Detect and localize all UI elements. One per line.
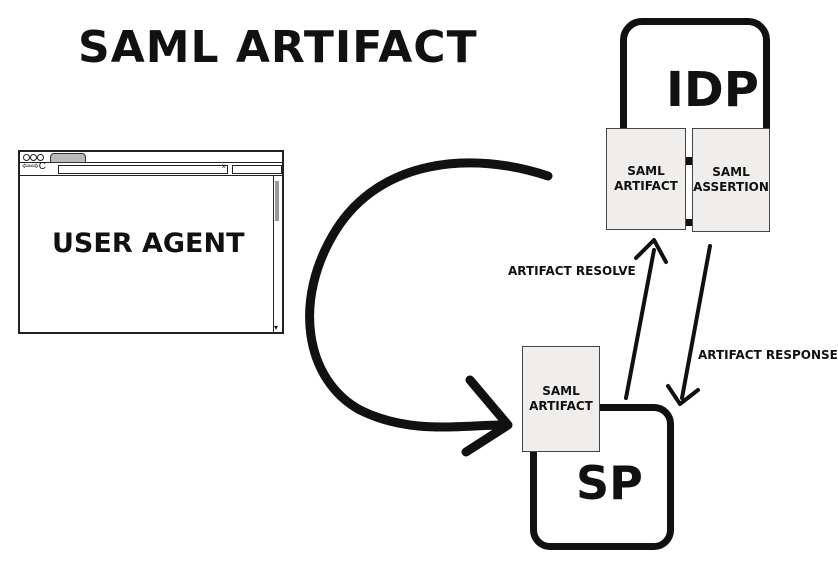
browser-toolbar: ⇦⇨C × [20, 161, 282, 176]
artifact-resolve-arrow [624, 248, 656, 400]
idp-saml-artifact-document: SAML ARTIFACT [606, 128, 686, 230]
browser-tab-bar [20, 152, 282, 163]
artifact-resolve-arrowhead [634, 238, 668, 264]
url-bar: × [58, 162, 228, 174]
artifact-response-arrowhead [666, 384, 700, 406]
redirect-arrowhead [461, 375, 513, 457]
diagram-title: SAML ARTIFACT [78, 22, 478, 73]
sp-box [530, 404, 674, 550]
sp-saml-artifact-document: SAML ARTIFACT [522, 346, 600, 452]
document-connector [684, 157, 694, 165]
window-control-icon [37, 154, 44, 161]
close-icon: × [221, 162, 226, 171]
document-label: SAML ARTIFACT [614, 164, 678, 193]
idp-label: IDP [666, 62, 759, 118]
idp-saml-assertion-document: SAML ASSERTION [692, 128, 770, 232]
browser-tab [50, 153, 86, 163]
user-agent-label: USER AGENT [52, 228, 245, 259]
document-label: SAML ASSERTION [693, 165, 769, 194]
scrollbar: ▾ [273, 175, 282, 332]
scrollbar-thumb [275, 181, 279, 221]
artifact-resolve-label: ARTIFACT RESOLVE [508, 264, 636, 278]
redirect-curve-arrow [305, 158, 553, 432]
artifact-response-arrow [680, 244, 712, 400]
scroll-down-icon: ▾ [274, 323, 279, 332]
document-label: SAML ARTIFACT [529, 384, 593, 413]
search-bar [232, 165, 282, 174]
window-control-icon [23, 154, 30, 161]
nav-arrows-icon: ⇦⇨C [22, 161, 46, 172]
user-agent-browser-window: ⇦⇨C × ▾ [18, 150, 284, 334]
artifact-response-label: ARTIFACT RESPONSE [698, 348, 838, 362]
window-control-icon [30, 154, 37, 161]
sp-label: SP [576, 456, 643, 510]
